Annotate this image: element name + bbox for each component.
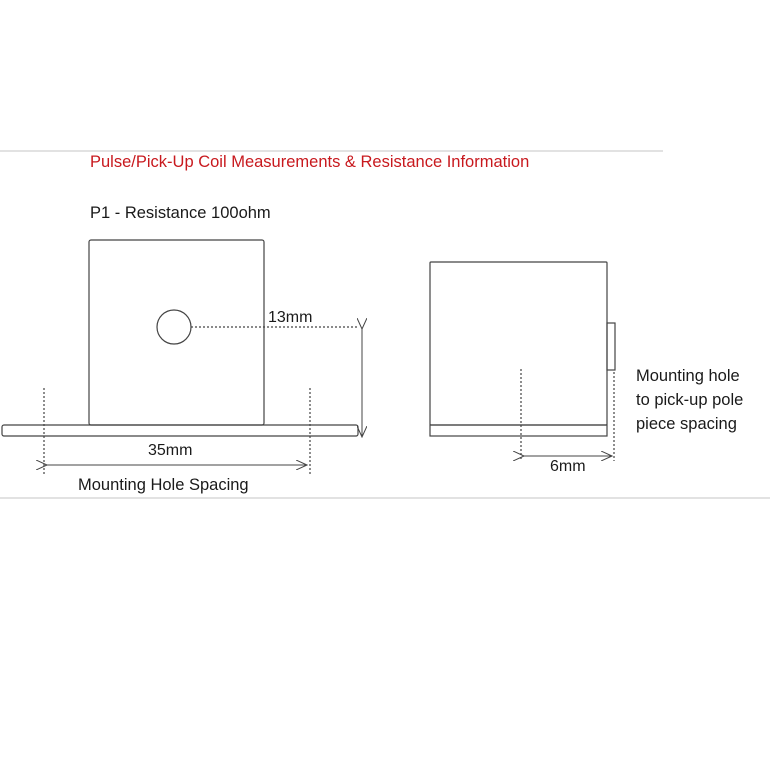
- side-view: [429, 261, 616, 437]
- coil-body-side: [429, 261, 608, 426]
- pole-piece-side: [606, 322, 616, 371]
- side-note-line-2: to pick-up pole: [636, 391, 744, 409]
- offset-dimension-label: 6mm: [550, 458, 586, 475]
- front-view: [1, 239, 359, 437]
- side-note-line-1: Mounting hole: [636, 367, 740, 385]
- width-dimension-label: 35mm: [148, 442, 193, 459]
- width-caption: Mounting Hole Spacing: [78, 476, 249, 494]
- height-dimension-label: 13mm: [268, 309, 313, 326]
- coil-body-front: [88, 239, 265, 426]
- side-note: Mounting hole to pick-up pole piece spac…: [636, 364, 743, 436]
- mounting-plate-front: [1, 424, 359, 437]
- pole-piece: [156, 309, 192, 345]
- mounting-plate-side: [429, 424, 608, 437]
- page-title: Pulse/Pick-Up Coil Measurements & Resist…: [90, 153, 530, 171]
- resistance-label: P1 - Resistance 100ohm: [90, 204, 271, 222]
- side-note-line-3: piece spacing: [636, 415, 737, 433]
